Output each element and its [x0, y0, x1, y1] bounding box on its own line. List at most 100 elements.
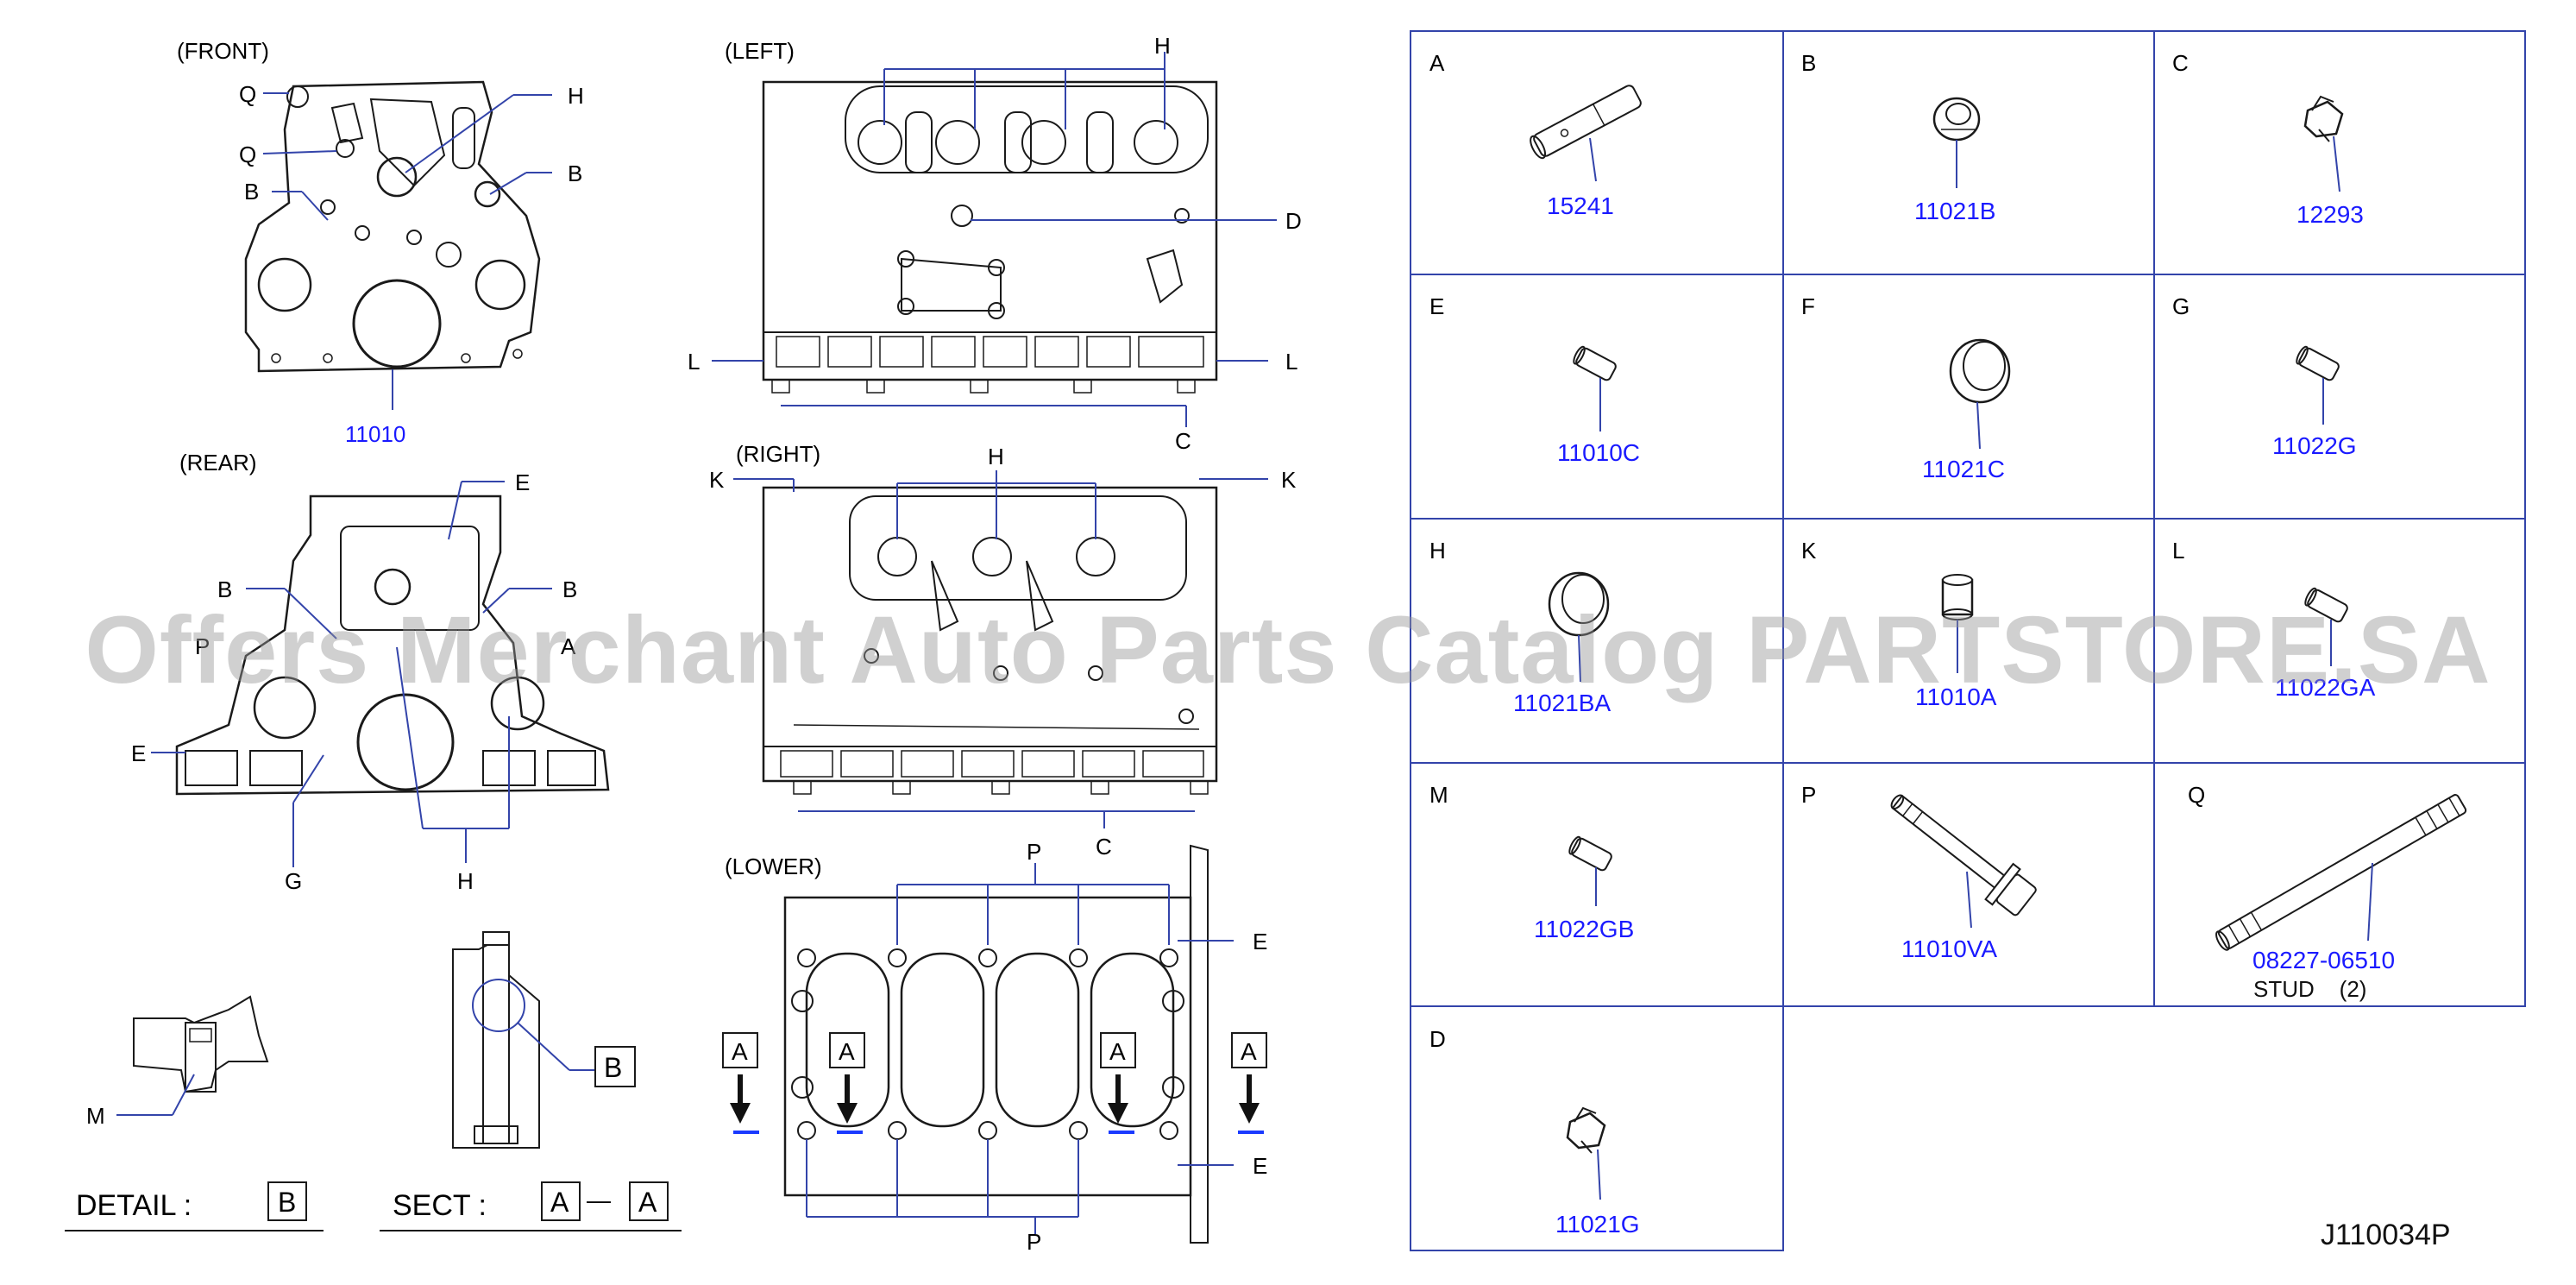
part-cell-h[interactable]: H 11021BA [1429, 538, 1611, 716]
lower-callout-p2: P [1027, 1229, 1041, 1255]
detail-callout-m: M [86, 1103, 105, 1129]
rear-block-outline [175, 494, 610, 796]
right-view-label: (RIGHT) [736, 441, 820, 467]
left-callout-l1: L [688, 349, 700, 375]
front-callout-b1: B [244, 179, 259, 205]
part-letter-c: C [2172, 50, 2189, 76]
rear-callout-p: P [195, 633, 210, 659]
part-letter-l: L [2172, 538, 2184, 564]
part-number-08227-06510: 08227-06510 [2252, 947, 2395, 973]
parts-grid: A 15241 B 11021B C [1410, 30, 2526, 1251]
rear-view: (REAR) E B B P A E G H [131, 450, 610, 894]
part-letter-f: F [1801, 293, 1815, 319]
flange-bolt-icon [1890, 794, 2037, 917]
detail-box-b: B [278, 1187, 296, 1218]
dowel-pin-icon [1530, 85, 1642, 160]
part-number-11010va: 11010VA [1901, 935, 1997, 962]
part-cell-g[interactable]: G 11022G [2172, 293, 2357, 459]
part-cell-c[interactable]: C 12293 [2172, 50, 2364, 228]
part-letter-m: M [1429, 782, 1448, 808]
plug-bolt-icon [1566, 1106, 1606, 1154]
part-cell-p[interactable]: P 11010VA [1801, 782, 2040, 962]
front-callout-b2: B [568, 161, 582, 186]
part-cell-e[interactable]: E 11010C [1429, 293, 1640, 466]
diagram-id: J110034P [2321, 1219, 2451, 1251]
stud-icon [2215, 794, 2467, 951]
rear-callout-e1: E [515, 469, 530, 495]
section-box-a2: A [638, 1187, 657, 1218]
front-part-11010: 11010 [345, 421, 405, 447]
detail-b-view: M DETAIL : B [65, 995, 324, 1231]
part-number-11021g: 11021G [1555, 1211, 1640, 1238]
part-cell-a[interactable]: A 15241 [1429, 50, 1643, 219]
left-block-outline [762, 80, 1218, 381]
part-letter-h: H [1429, 538, 1446, 564]
part-cell-k[interactable]: K 11010A [1801, 538, 1997, 710]
part-cell-f[interactable]: F 11021C [1801, 293, 2011, 482]
left-callout-h: H [1154, 33, 1171, 59]
part-letter-q: Q [2188, 782, 2205, 808]
right-block-outline [762, 486, 1218, 783]
part-number-11021ba: 11021BA [1513, 690, 1611, 716]
part-letter-e: E [1429, 293, 1444, 319]
part-letter-b: B [1801, 50, 1816, 76]
lower-section-a4: A [1241, 1038, 1257, 1065]
part-number-11010a: 11010A [1915, 683, 1997, 710]
right-callout-h: H [988, 444, 1004, 469]
part-cell-b[interactable]: B 11021B [1801, 50, 1995, 224]
front-view-label: (FRONT) [177, 38, 269, 64]
front-block-outline [244, 80, 541, 373]
small-dowel-icon [1573, 345, 1617, 381]
lower-callout-e1: E [1253, 929, 1267, 954]
part-note-stud: STUD (2) [2253, 976, 2366, 1002]
left-view-label: (LEFT) [725, 38, 795, 64]
rear-callout-b1: B [217, 576, 232, 602]
part-number-11022gb: 11022GB [1534, 916, 1634, 942]
left-callout-l2: L [1285, 349, 1297, 375]
section-aa-view: B SECT : A — A [380, 931, 682, 1231]
right-callout-c: C [1096, 834, 1112, 860]
front-callout-q2: Q [239, 142, 256, 167]
part-cell-d[interactable]: D 11021G [1429, 1026, 1640, 1238]
section-label: SECT : [393, 1189, 487, 1222]
section-callout-b: B [604, 1052, 622, 1083]
right-view: (RIGHT) K H K [709, 441, 1297, 860]
ring-collar-icon [1548, 571, 1610, 637]
lower-callout-p1: P [1027, 839, 1041, 865]
part-letter-p: P [1801, 782, 1816, 808]
part-cell-q[interactable]: Q 08227-06510 STUD (2) [2188, 782, 2467, 1002]
part-number-11022g: 11022G [2272, 432, 2357, 459]
small-dowel-icon [2296, 345, 2340, 381]
small-dowel-icon [2304, 587, 2348, 623]
part-letter-d: D [1429, 1026, 1446, 1052]
right-callout-k2: K [1281, 467, 1297, 493]
part-number-11010c: 11010C [1557, 439, 1640, 466]
ring-collar-icon [1949, 338, 2011, 404]
part-cell-m[interactable]: M 11022GB [1429, 782, 1634, 942]
lower-view-label: (LOWER) [725, 854, 822, 879]
rear-view-label: (REAR) [179, 450, 257, 476]
section-box-a1: A [550, 1187, 569, 1218]
rear-callout-b2: B [562, 576, 577, 602]
part-number-11021c: 11021C [1922, 456, 2005, 482]
left-callout-d: D [1285, 208, 1302, 234]
part-number-11021b: 11021B [1914, 198, 1995, 224]
part-cell-l[interactable]: L 11022GA [2172, 538, 2376, 701]
left-callout-c: C [1175, 428, 1191, 454]
cap-plug-icon [1941, 574, 1974, 620]
rear-callout-g: G [285, 868, 302, 894]
right-callout-k1: K [709, 467, 725, 493]
front-view: (FRONT) Q Q H B B 11010 [177, 38, 584, 447]
plug-bolt-icon [2303, 95, 2344, 142]
part-number-12293: 12293 [2296, 201, 2364, 228]
front-callout-h: H [568, 83, 584, 109]
lower-callout-e2: E [1253, 1153, 1267, 1179]
rear-callout-a: A [561, 633, 576, 659]
front-callout-q1: Q [239, 81, 256, 107]
lower-view: (LOWER) P E E [722, 839, 1267, 1255]
part-letter-g: G [2172, 293, 2190, 319]
part-letter-k: K [1801, 538, 1817, 564]
detail-label: DETAIL : [76, 1189, 192, 1222]
left-view: (LEFT) [688, 33, 1302, 454]
